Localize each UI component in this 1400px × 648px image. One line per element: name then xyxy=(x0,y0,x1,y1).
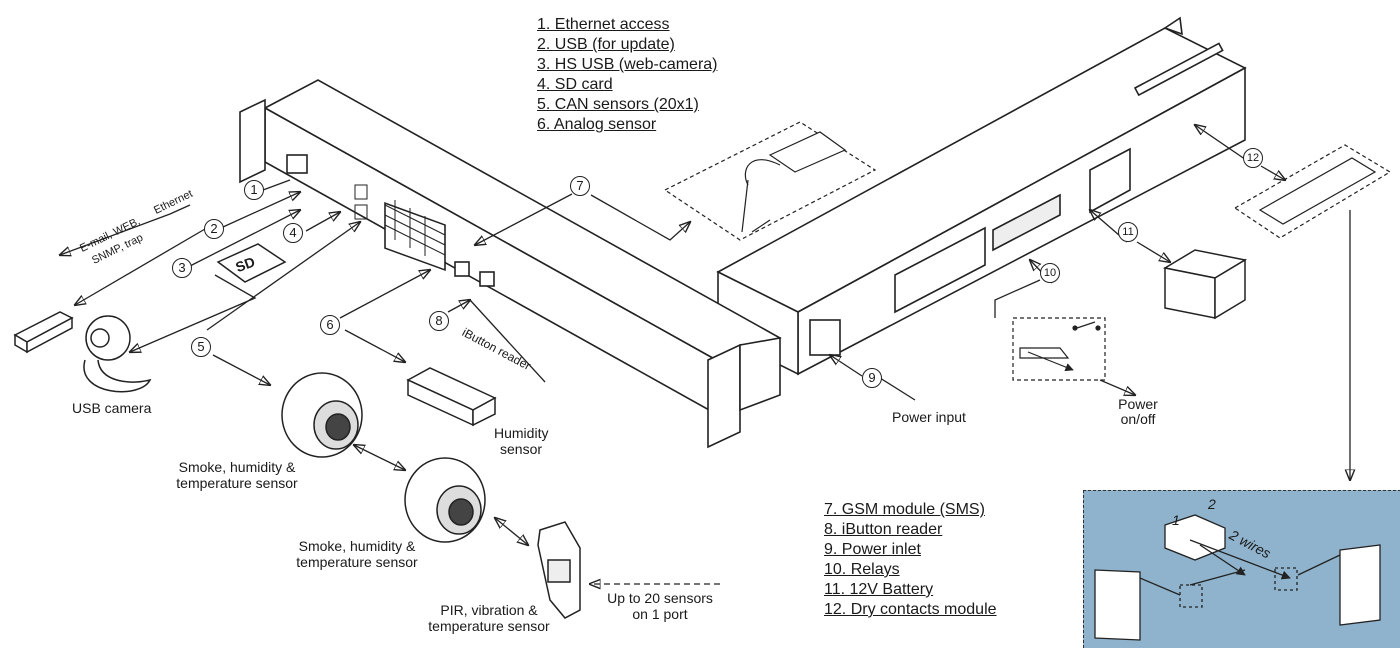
legend-bottom: 7. GSM module (SMS) 8. iButton reader 9.… xyxy=(824,500,997,620)
legend-item: 9. Power inlet xyxy=(824,541,921,558)
legend-item: 11. 12V Battery xyxy=(824,581,934,598)
legend-item: 4. SD card xyxy=(537,76,613,93)
smoke-sensor-1 xyxy=(281,372,363,458)
smoke-sensor-2 xyxy=(404,457,486,543)
legend-item: 8. iButton reader xyxy=(824,521,943,538)
label-pir-line1: PIR, vibration & xyxy=(440,602,538,618)
label-smoke-sensor-1-line1: Smoke, humidity & xyxy=(178,459,296,475)
callout-7: 7 xyxy=(570,176,590,196)
legend-item: 3. HS USB (web-camera) xyxy=(537,56,718,73)
inset-drawing xyxy=(1094,514,1381,641)
label-smoke-sensor-2-line1: Smoke, humidity & xyxy=(298,538,416,554)
legend-item: 1. Ethernet access xyxy=(537,16,670,33)
label-pir-line2: temperature sensor xyxy=(428,618,550,634)
gsm-module xyxy=(663,121,877,241)
label-upto-line2: on 1 port xyxy=(632,606,688,622)
callout-10: 10 xyxy=(1040,263,1060,283)
battery-illustration xyxy=(1162,249,1248,320)
label-humidity-sensor-2: sensor xyxy=(500,441,543,457)
legend-item: 7. GSM module (SMS) xyxy=(824,501,985,518)
callout-6: 6 xyxy=(320,315,340,335)
label-smoke-sensor-2-line2: temperature sensor xyxy=(296,554,418,570)
legend-item: 12. Dry contacts module xyxy=(824,601,997,618)
callout-1: 1 xyxy=(244,180,264,200)
usb-camera-illustration xyxy=(83,315,152,393)
sd-card-illustration xyxy=(216,243,287,283)
rack-chassis-right xyxy=(716,16,1247,376)
callout-4: 4 xyxy=(283,223,303,243)
label-power-onoff-2: on/off xyxy=(1120,411,1156,427)
label-smoke-sensor-1-line2: temperature sensor xyxy=(176,475,298,491)
humidity-sensor-illustration xyxy=(406,367,497,427)
legend-item: 10. Relays xyxy=(824,561,900,578)
label-upto-line1: Up to 20 sensors xyxy=(607,590,713,606)
legend-top: 1. Ethernet access 2. USB (for update) 3… xyxy=(537,15,718,135)
relay-box xyxy=(1012,317,1106,381)
legend-item: 6. Analog sensor xyxy=(537,116,657,133)
legend-item: 2. USB (for update) xyxy=(537,36,675,53)
callout-2: 2 xyxy=(204,219,224,239)
label-usb-camera: USB camera xyxy=(72,400,152,416)
rack-chassis-front xyxy=(239,79,782,449)
callout-9: 9 xyxy=(862,368,882,388)
label-humidity-sensor-1: Humidity xyxy=(494,425,549,441)
pir-sensor-illustration xyxy=(537,521,581,619)
inset-label-2: 2 xyxy=(1208,496,1216,512)
callout-12: 12 xyxy=(1243,148,1263,168)
label-power-onoff-1: Power xyxy=(1118,396,1158,412)
callout-5: 5 xyxy=(191,337,211,357)
callout-11: 11 xyxy=(1118,222,1138,242)
inset-label-1: 1 xyxy=(1172,512,1180,528)
callout-3: 3 xyxy=(172,258,192,278)
callout-8: 8 xyxy=(429,311,449,331)
usb-stick-illustration xyxy=(13,311,74,354)
dry-contacts-module xyxy=(1233,144,1392,239)
legend-item: 5. CAN sensors (20x1) xyxy=(537,96,699,113)
label-power-input: Power input xyxy=(892,409,966,425)
rack-port-marks xyxy=(354,184,446,256)
